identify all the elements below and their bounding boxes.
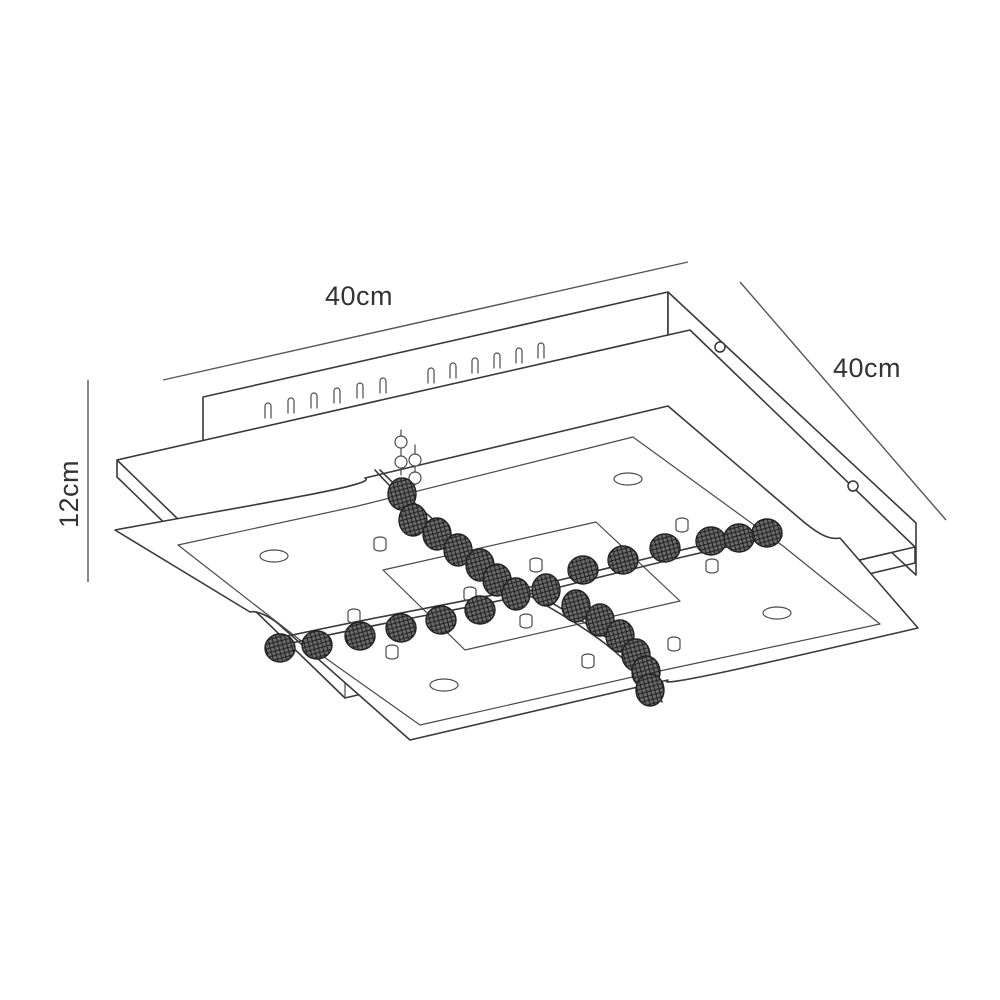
screw-icon bbox=[714, 341, 726, 353]
crystal-strand-diagonal bbox=[387, 477, 665, 707]
vent-slots bbox=[264, 342, 545, 419]
width-dimension-label: 40cm bbox=[325, 281, 393, 311]
screw-icon bbox=[847, 480, 859, 492]
finial-icon bbox=[394, 429, 422, 486]
width-dimension: 40cm bbox=[162, 261, 689, 381]
crystal-strand-horizontal bbox=[264, 518, 783, 663]
height-dimension: 12cm bbox=[54, 380, 89, 582]
depth-dimension: 40cm bbox=[739, 281, 947, 521]
depth-dimension-label: 40cm bbox=[833, 353, 901, 383]
height-dimension-label: 12cm bbox=[54, 460, 84, 528]
